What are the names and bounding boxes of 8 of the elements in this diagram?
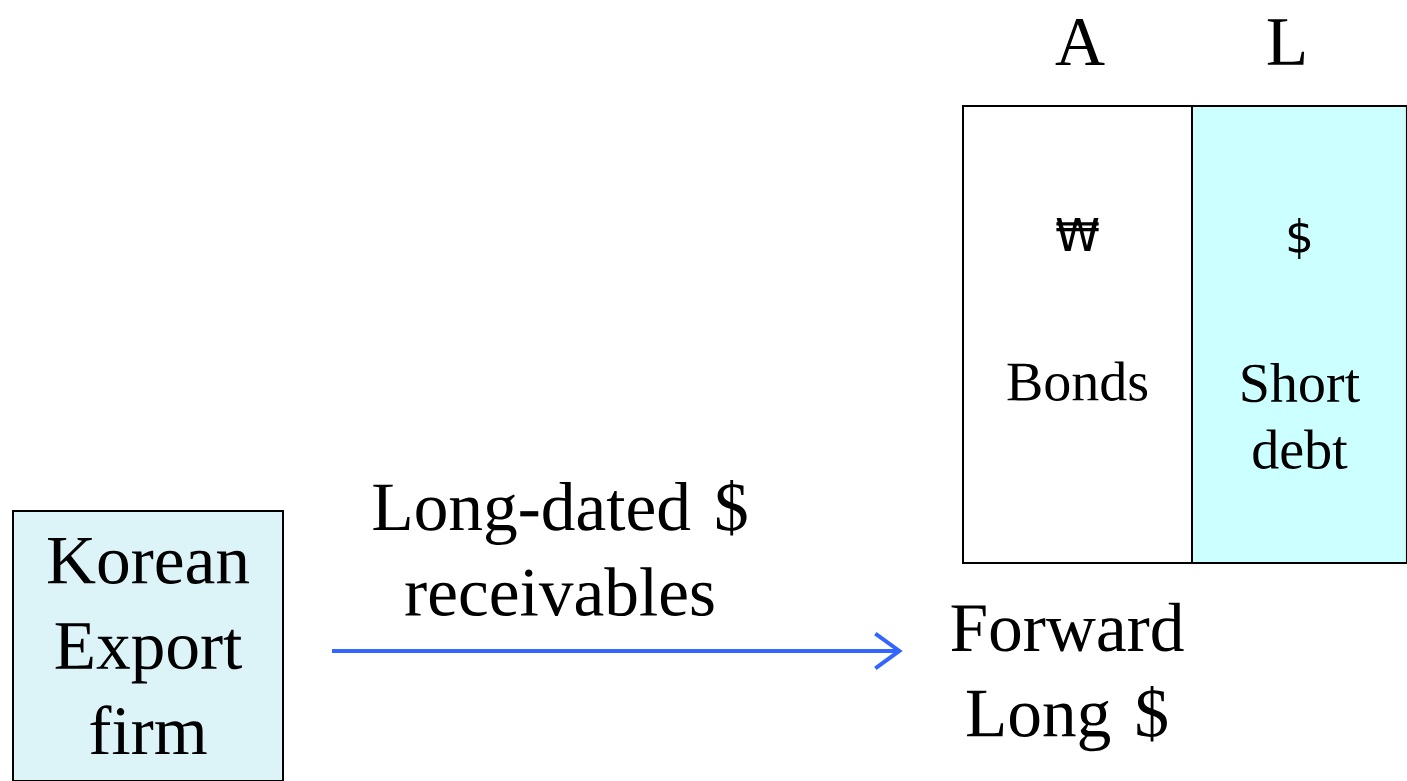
column-heading: L xyxy=(1267,19,1304,65)
currency-column: $ Short debt xyxy=(1191,105,1407,565)
arrow xyxy=(332,632,903,670)
currency-column: ₩ Bonds xyxy=(962,105,1194,565)
text-label: Forward Long $ xyxy=(951,602,1184,752)
edge-label: Long-dated $ receivables xyxy=(364,478,756,618)
entity-box: Korean Export firm xyxy=(12,510,284,781)
column-heading: A xyxy=(1055,19,1105,65)
